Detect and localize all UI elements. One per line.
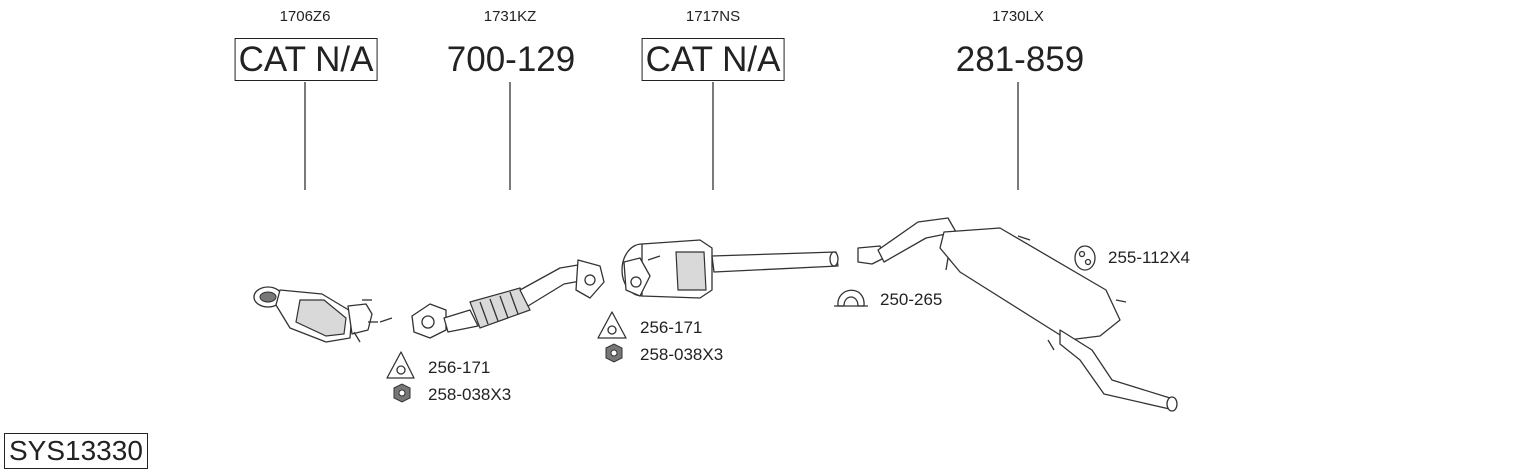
part-ref-1: 1706Z6 bbox=[279, 8, 331, 25]
rear-silencer-icon bbox=[857, 217, 1178, 412]
nut-icon-1 bbox=[393, 383, 411, 403]
part-number-2: 700-129 bbox=[446, 40, 576, 79]
part-number-3: CAT N/A bbox=[641, 38, 785, 81]
fitting-label-5: 250-265 bbox=[880, 290, 943, 309]
gasket-icon-1 bbox=[386, 351, 415, 379]
part-ref-4: 1730LX bbox=[992, 8, 1044, 25]
nut-icon-2 bbox=[605, 343, 623, 363]
catalytic-converter-1-icon bbox=[253, 286, 393, 343]
part-ref-3: 1717NS bbox=[685, 8, 741, 25]
gasket-icon-2 bbox=[597, 311, 627, 339]
part-number-1: CAT N/A bbox=[234, 38, 378, 81]
part-number-4: 281-859 bbox=[955, 40, 1085, 79]
catalytic-converter-2-icon bbox=[621, 239, 839, 299]
fitting-label-2: 258-038X3 bbox=[428, 385, 512, 404]
fitting-label-6: 255-112X4 bbox=[1108, 248, 1190, 267]
fitting-label-3: 256-171 bbox=[640, 318, 703, 337]
rubber-mount-icon bbox=[1074, 245, 1096, 271]
fitting-label-1: 256-171 bbox=[428, 358, 491, 377]
flex-pipe-icon bbox=[411, 259, 605, 339]
system-code: SYS13330 bbox=[4, 433, 148, 469]
clamp-icon bbox=[834, 289, 868, 307]
part-ref-2: 1731KZ bbox=[483, 8, 537, 25]
fitting-label-4: 258-038X3 bbox=[640, 345, 724, 364]
